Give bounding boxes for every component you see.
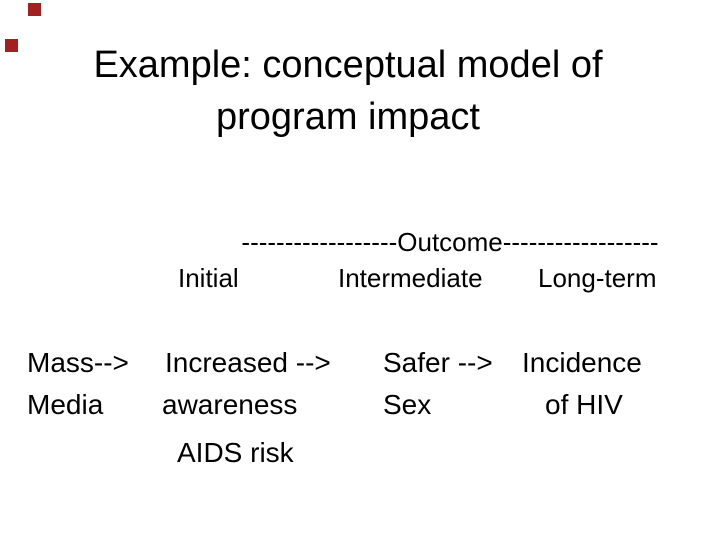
stage-label-initial: Initial: [178, 263, 239, 293]
flow-awareness: awareness: [162, 389, 298, 420]
flow-media: Media: [27, 389, 104, 420]
flow-increased-arrow: Increased -->: [165, 347, 331, 378]
red-square-decoration: [5, 39, 18, 52]
slide-title-line1: Example: conceptual model of: [93, 44, 603, 86]
slide-title-line2: program impact: [216, 96, 480, 138]
stage-label-long-term: Long-term: [538, 263, 657, 293]
flow-mass-arrow: Mass-->: [27, 347, 129, 378]
outcome-dashed-header: ------------------Outcome---------------…: [241, 227, 659, 257]
flow-of-hiv: of HIV: [545, 389, 623, 420]
flow-incidence: Incidence: [522, 347, 642, 378]
stage-label-intermediate: Intermediate: [338, 263, 483, 293]
flow-safer-arrow: Safer -->: [383, 347, 493, 378]
flow-aids-risk: AIDS risk: [177, 437, 294, 468]
flow-sex: Sex: [383, 389, 432, 420]
slide-title: Example: conceptual model of program imp…: [0, 39, 696, 143]
red-square-decoration: [28, 3, 41, 16]
